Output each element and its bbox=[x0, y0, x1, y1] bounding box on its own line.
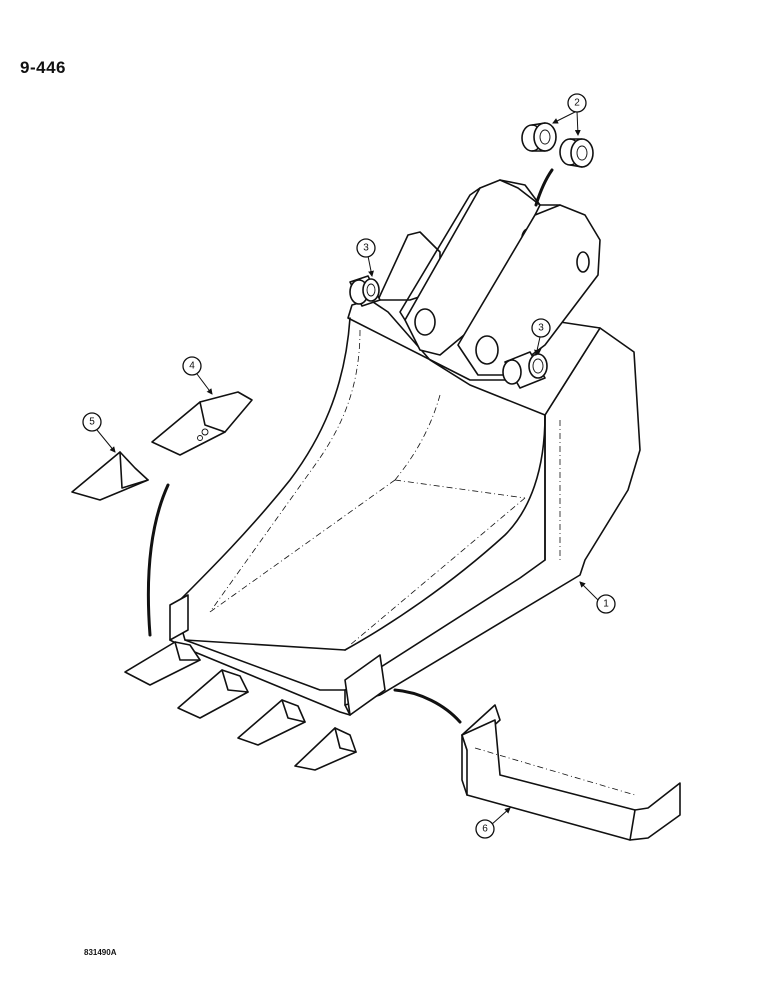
tooth-adapter bbox=[151, 391, 253, 456]
callout-label: 6 bbox=[482, 824, 488, 835]
bucket bbox=[169, 299, 641, 716]
drawing-code: 831490A bbox=[84, 948, 117, 957]
callout-5: 5 bbox=[82, 412, 102, 432]
bucket-teeth bbox=[124, 641, 357, 771]
callout-label: 3 bbox=[363, 243, 369, 254]
callout-label: 5 bbox=[89, 417, 95, 428]
callout-3-right: 3 bbox=[531, 318, 551, 338]
callout-3-left: 3 bbox=[356, 238, 376, 258]
bushing-left bbox=[349, 275, 381, 307]
callout-1: 1 bbox=[596, 594, 616, 614]
callout-4: 4 bbox=[182, 356, 202, 376]
callout-label: 1 bbox=[603, 599, 609, 610]
callout-label: 2 bbox=[574, 98, 580, 109]
wear-strip bbox=[461, 704, 681, 841]
bushing-right bbox=[502, 351, 548, 389]
assembly-arrow-teeth bbox=[146, 483, 170, 637]
callout-6: 6 bbox=[475, 819, 495, 839]
page-number: 9-446 bbox=[20, 58, 66, 77]
tooth-point bbox=[71, 451, 149, 501]
callout-label: 3 bbox=[538, 323, 544, 334]
callout-2: 2 bbox=[567, 93, 587, 113]
callout-leaders bbox=[96, 110, 599, 826]
callout-label: 4 bbox=[189, 361, 195, 372]
bushings-upper bbox=[521, 122, 594, 207]
mounting-ears bbox=[377, 179, 601, 376]
assembly-arrow-wear-strip bbox=[393, 688, 462, 724]
